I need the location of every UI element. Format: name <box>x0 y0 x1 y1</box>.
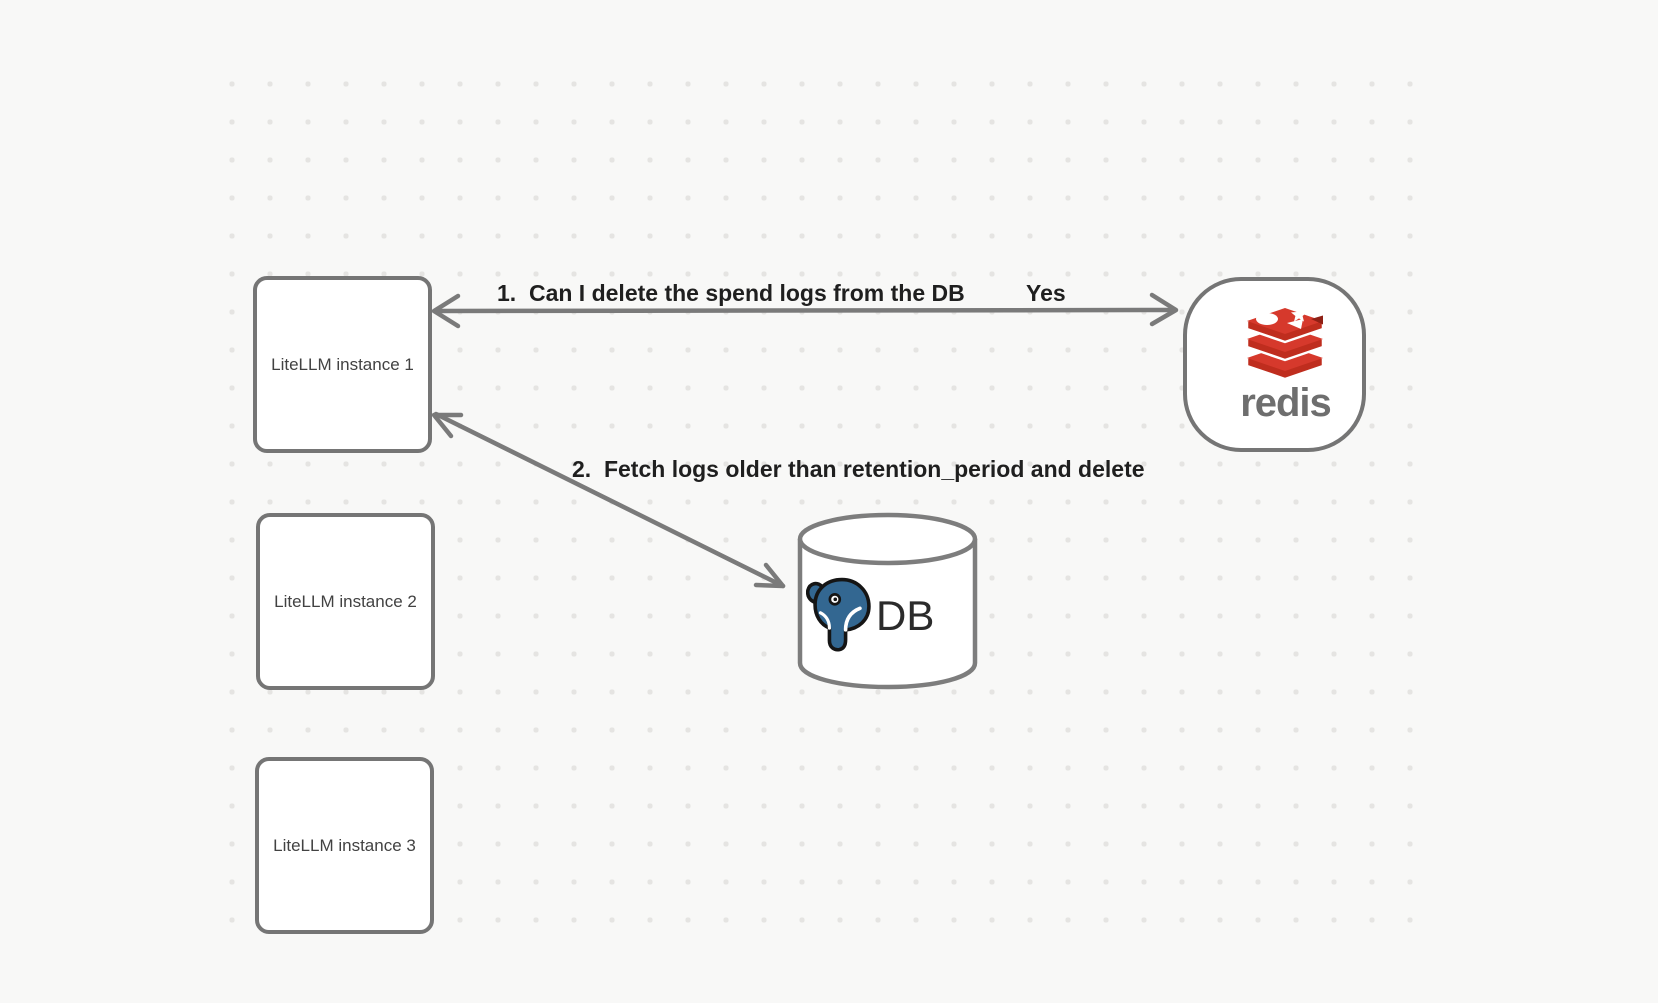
edge1-response-label[interactable]: Yes <box>1026 280 1066 306</box>
redis-stack-icon <box>1246 306 1325 380</box>
node-redis[interactable]: redis <box>1183 277 1366 452</box>
redis-logo: redis <box>1240 306 1332 425</box>
node-litellm-instance-3-label: LiteLLM instance 3 <box>273 835 416 855</box>
edge1-label[interactable]: 1. Can I delete the spend logs from the … <box>497 280 965 306</box>
redis-wordmark: redis <box>1240 380 1332 425</box>
node-litellm-instance-1-label: LiteLLM instance 1 <box>271 354 414 374</box>
postgresql-elephant-icon <box>806 577 871 652</box>
db-label: DB <box>876 592 935 639</box>
node-litellm-instance-3[interactable]: LiteLLM instance 3 <box>255 757 434 934</box>
arrow-spend-logs-question[interactable] <box>431 292 1179 329</box>
node-litellm-instance-2[interactable]: LiteLLM instance 2 <box>256 513 435 690</box>
node-litellm-instance-2-label: LiteLLM instance 2 <box>274 591 417 611</box>
node-litellm-instance-1[interactable]: LiteLLM instance 1 <box>253 276 432 453</box>
edge2-label[interactable]: 2. Fetch logs older than retention_perio… <box>572 456 1145 482</box>
database-cylinder[interactable] <box>794 511 981 693</box>
arrow-fetch-delete[interactable] <box>431 411 786 589</box>
